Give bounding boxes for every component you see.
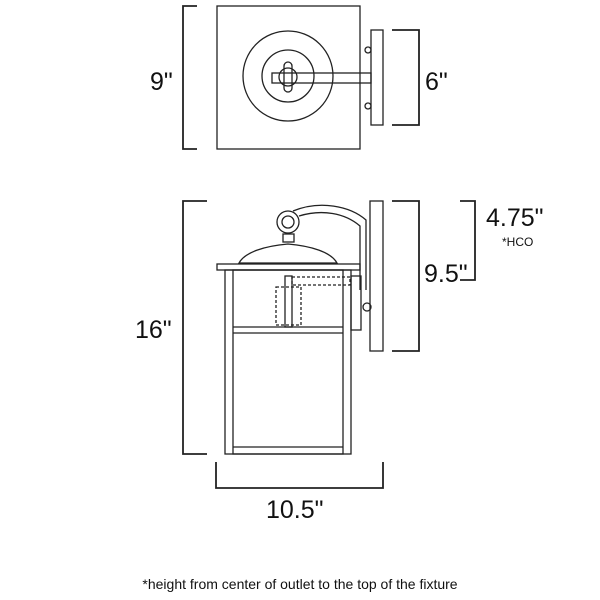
side-height-label: 16" xyxy=(135,316,172,344)
outer-canopy-circle xyxy=(242,30,334,122)
arm-top xyxy=(271,72,372,84)
hook-top xyxy=(283,61,293,93)
footnote: *height from center of outlet to the top… xyxy=(142,576,458,592)
top-backplate-label: 6" xyxy=(425,68,448,96)
hco-label: 4.75" xyxy=(486,204,544,232)
width-bracket xyxy=(215,462,384,489)
lantern-cap xyxy=(216,263,361,271)
bulb-socket xyxy=(275,286,302,326)
height-bracket-16 xyxy=(182,200,207,455)
width-label: 10.5" xyxy=(266,496,324,524)
side-view-drawing xyxy=(182,200,476,489)
backplate-bracket-9-5 xyxy=(392,200,420,352)
hco-bracket xyxy=(460,200,476,281)
top-view-square xyxy=(216,5,361,150)
top-view-drawing xyxy=(182,5,420,150)
side-backplate-label: 9.5" xyxy=(424,260,468,288)
hco-note: *HCO xyxy=(502,235,534,249)
hook-ring xyxy=(276,210,300,234)
height-bracket-9 xyxy=(182,5,197,150)
lantern-roof xyxy=(237,243,339,264)
inner-canopy-circle xyxy=(261,49,315,103)
top-height-label: 9" xyxy=(150,68,173,96)
lantern-body xyxy=(224,269,352,455)
backplate-top xyxy=(370,29,384,126)
backplate-bracket-6 xyxy=(392,29,420,126)
backplate-side xyxy=(369,200,384,352)
arm-curve xyxy=(292,204,367,290)
